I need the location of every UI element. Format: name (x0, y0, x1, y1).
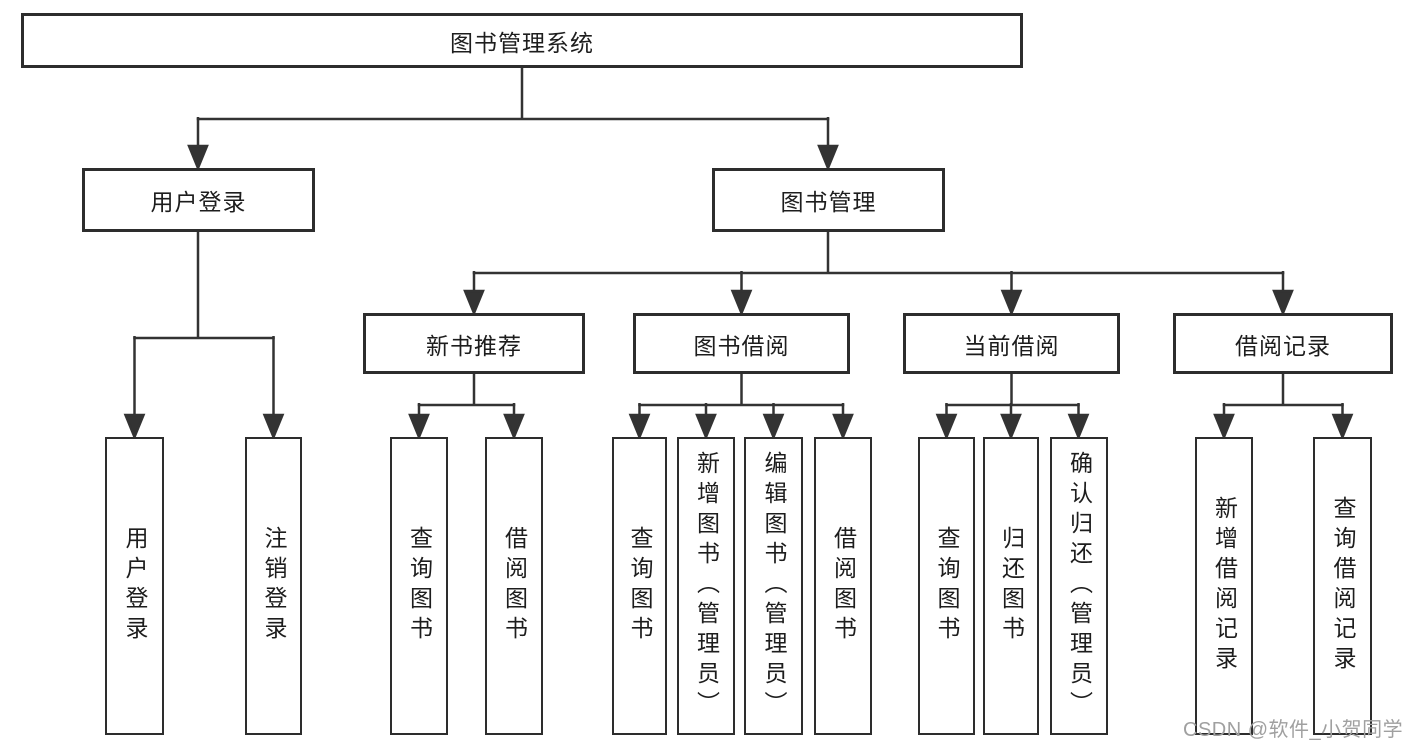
node-current-borrowing: 当前借阅 (903, 313, 1120, 374)
leaf-query-books-recommend: 查询图书 (390, 437, 448, 735)
leaf-label: 借阅图书 (501, 526, 528, 646)
leaf-query-books-borrowing: 查询图书 (612, 437, 667, 735)
node-book-borrowing: 图书借阅 (633, 313, 850, 374)
leaf-edit-books-admin: 编辑图书（管理员） (744, 437, 803, 735)
leaf-borrow-books-recommend: 借阅图书 (485, 437, 543, 735)
leaf-query-books-current: 查询图书 (918, 437, 975, 735)
leaf-logout: 注销登录 (245, 437, 302, 735)
leaf-borrow-books-borrowing: 借阅图书 (814, 437, 872, 735)
node-library-management-system: 图书管理系统 (21, 13, 1023, 68)
leaf-add-books-admin: 新增图书（管理员） (677, 437, 735, 735)
leaf-label: 查询图书 (627, 526, 653, 646)
node-label: 借阅记录 (1235, 332, 1331, 359)
leaf-add-borrow-record: 新增借阅记录 (1195, 437, 1253, 735)
leaf-label: 借阅图书 (830, 526, 857, 646)
leaf-label: 新增借阅记录 (1211, 496, 1238, 676)
leaf-label: 新增图书（管理员） (693, 451, 720, 721)
node-label: 当前借阅 (963, 332, 1060, 359)
leaf-user-login: 用户登录 (105, 437, 164, 735)
leaf-label: 查询图书 (934, 526, 960, 646)
leaf-return-books: 归还图书 (983, 437, 1039, 735)
leaf-label: 确认归还（管理员） (1066, 451, 1093, 721)
csdn-watermark: CSDN @软件_小贺同学 (1183, 719, 1404, 741)
leaf-label: 查询借阅记录 (1330, 496, 1356, 676)
leaf-query-borrow-record: 查询借阅记录 (1313, 437, 1372, 735)
node-label: 新书推荐 (426, 332, 522, 359)
node-label: 用户登录 (150, 189, 247, 215)
node-label: 图书管理 (780, 189, 877, 215)
leaf-confirm-return-admin: 确认归还（管理员） (1050, 437, 1108, 735)
leaf-label: 用户登录 (122, 526, 148, 646)
node-new-book-recommendation: 新书推荐 (363, 313, 585, 374)
leaf-label: 编辑图书（管理员） (761, 451, 787, 721)
node-label: 图书借阅 (693, 332, 790, 359)
node-borrowing-records: 借阅记录 (1173, 313, 1393, 374)
leaf-label: 查询图书 (406, 526, 433, 646)
leaf-label: 注销登录 (261, 526, 287, 646)
node-user-login: 用户登录 (82, 168, 315, 232)
node-book-management: 图书管理 (712, 168, 945, 232)
leaf-label: 归还图书 (998, 526, 1025, 646)
node-label: 图书管理系统 (450, 29, 594, 56)
